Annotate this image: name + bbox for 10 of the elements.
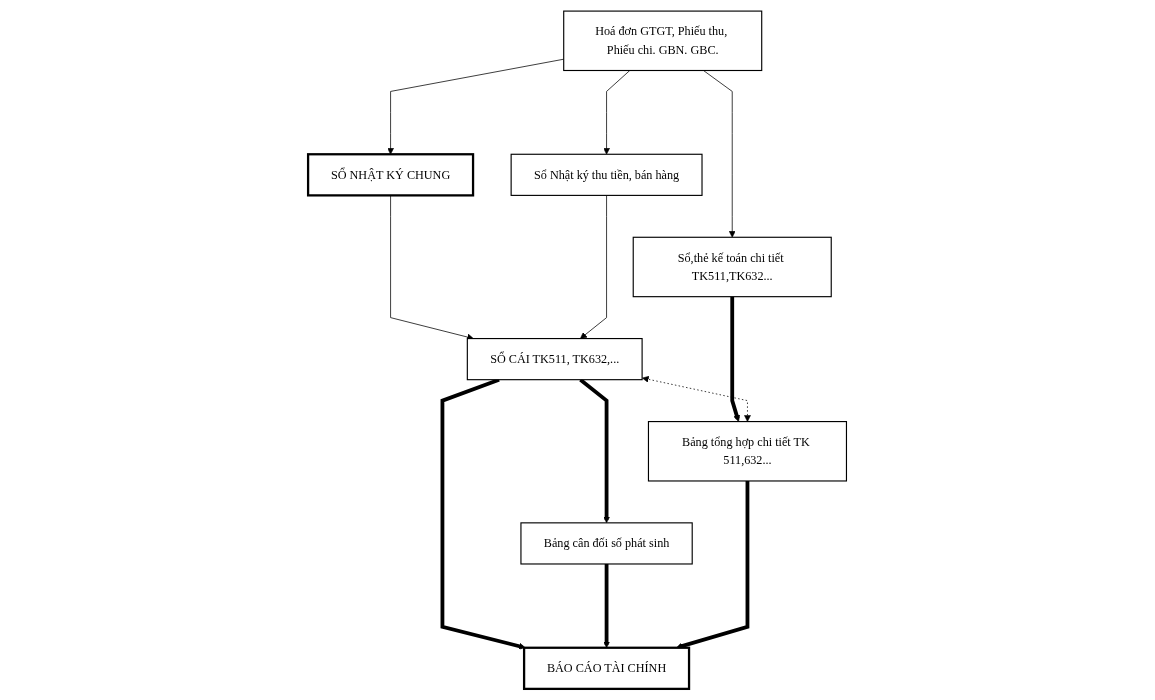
arrow [579,378,611,524]
node-box: Bảng cân đối số phát sinh [520,522,693,565]
node-box: Sổ,thẻ kế toán chi tiết TK511,TK632... [632,236,833,298]
node-box: Sổ Nhật ký thu tiền, bán hàng [510,153,703,196]
node-box: Bảng tổng hợp chi tiết TK 511,632... [648,421,848,482]
node-box: SỔ NHẬT KÝ CHUNG [307,153,475,197]
node-box: BÁO CÁO TÀI CHÍNH [523,646,691,691]
node-box: Hoá đơn GTGT, Phiếu thu, Phiếu chi. GBN. GBC. [563,10,763,72]
node-box: SỔ CÁI TK511, TK632,... [467,338,643,381]
arrow [730,296,741,422]
